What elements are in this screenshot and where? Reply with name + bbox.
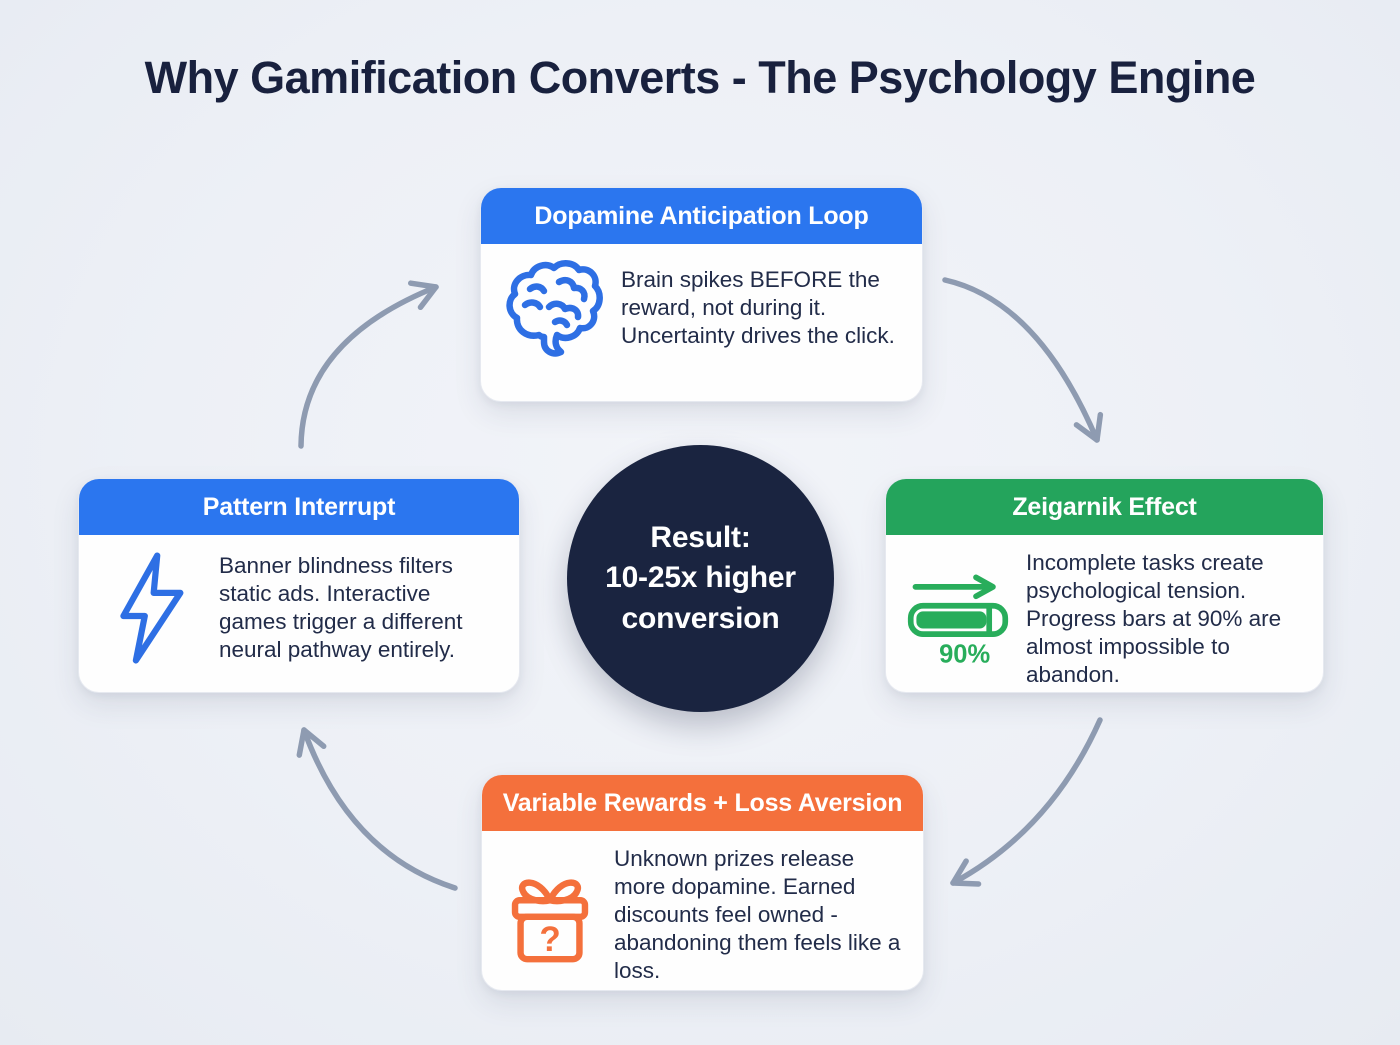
card-header-zeigarnik: Zeigarnik Effect bbox=[886, 479, 1323, 535]
result-line-1: Result: bbox=[650, 520, 751, 554]
card-text-pattern-interrupt: Banner blindness filters static ads. Int… bbox=[219, 553, 463, 662]
progress-percent-label: 90% bbox=[939, 640, 990, 668]
lightning-icon bbox=[99, 549, 203, 667]
card-header-variable-rewards: Variable Rewards + Loss Aversion bbox=[482, 775, 923, 831]
card-body-variable-rewards: ? Unknown prizes release more dopamine. … bbox=[482, 831, 923, 998]
card-text-variable-rewards: Unknown prizes release more dopamine. Ea… bbox=[614, 846, 901, 983]
result-line-3: conversion bbox=[621, 601, 780, 635]
result-circle: Result: 10-25x higher conversion bbox=[567, 445, 834, 712]
card-body-zeigarnik: 90% Incomplete tasks create psychologica… bbox=[886, 535, 1323, 702]
page-title: Why Gamification Converts - The Psycholo… bbox=[144, 52, 1256, 103]
gift-question-glyph: ? bbox=[539, 920, 560, 959]
card-zeigarnik-effect: Zeigarnik Effect 90% Incomplete tasks cr… bbox=[885, 478, 1324, 693]
card-body-dopamine: Brain spikes BEFORE the reward, not duri… bbox=[481, 244, 922, 372]
card-dopamine-anticipation-loop: Dopamine Anticipation Loop Brain spikes … bbox=[480, 187, 923, 402]
card-header-dopamine: Dopamine Anticipation Loop bbox=[481, 188, 922, 244]
arrow-top-to-right bbox=[942, 277, 1104, 443]
result-line-2: 10-25x higher bbox=[605, 561, 796, 595]
arrow-right-to-bottom bbox=[950, 717, 1103, 887]
brain-icon bbox=[501, 258, 605, 358]
card-body-pattern-interrupt: Banner blindness filters static ads. Int… bbox=[79, 535, 519, 681]
card-pattern-interrupt: Pattern Interrupt Banner blindness filte… bbox=[78, 478, 520, 693]
progress-bar-icon: 90% bbox=[906, 569, 1010, 669]
card-text-zeigarnik: Incomplete tasks create psychological te… bbox=[1026, 550, 1282, 687]
arrow-left-to-top bbox=[298, 280, 439, 449]
arrow-bottom-to-left bbox=[296, 727, 458, 891]
gift-question-icon: ? bbox=[502, 863, 598, 967]
card-variable-rewards: Variable Rewards + Loss Aversion ? Unkno… bbox=[481, 774, 924, 991]
card-header-pattern-interrupt: Pattern Interrupt bbox=[79, 479, 519, 535]
card-text-dopamine: Brain spikes BEFORE the reward, not duri… bbox=[621, 267, 895, 348]
